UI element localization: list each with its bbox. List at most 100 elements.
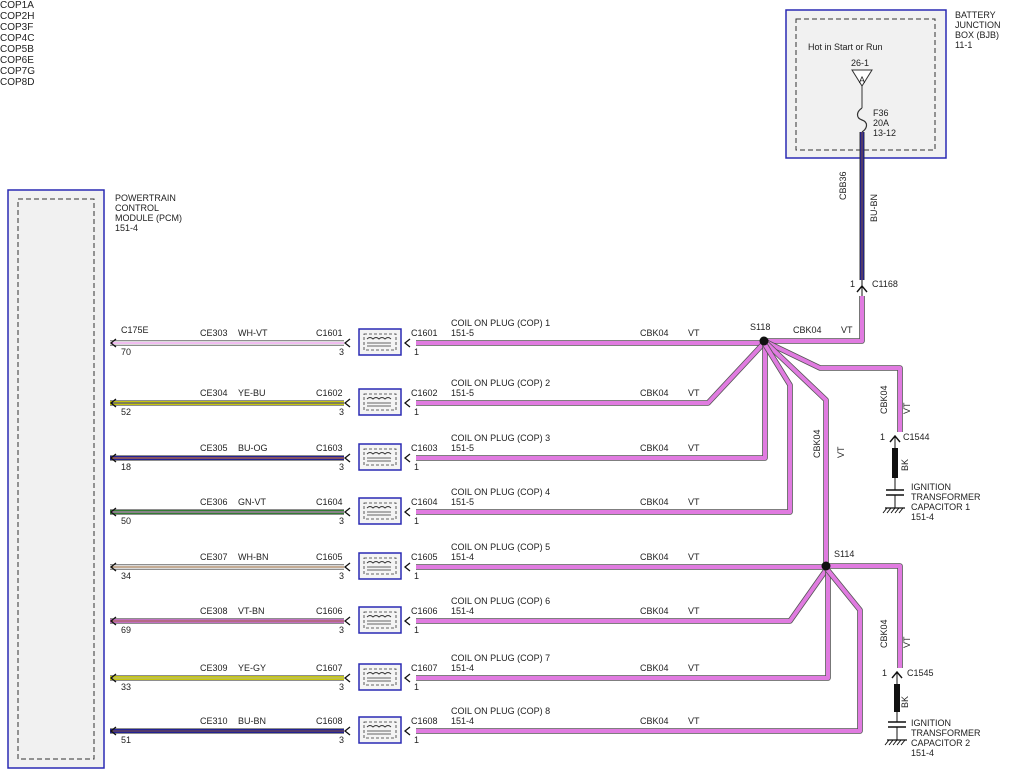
pcm-connector-icon	[109, 398, 117, 408]
right-connector-label: C1601	[411, 328, 438, 338]
coil-box	[358, 552, 402, 580]
cap2-color-label: VT	[902, 636, 912, 648]
coil-box-inner	[363, 557, 397, 575]
coil-box	[358, 328, 402, 356]
circuit-label: CE309	[200, 663, 228, 673]
bjb-hot-label: Hot in Start or Run	[808, 42, 883, 52]
coil-out-color: VT	[688, 443, 700, 453]
trunk-circuit-label: CBK04	[793, 325, 822, 335]
left-connector-pin: 3	[339, 682, 345, 692]
pcm-wire-4-stripe	[110, 511, 344, 513]
coil-out-wire-7	[416, 570, 830, 680]
coil-box	[358, 388, 402, 416]
left-connector-pin: 3	[339, 516, 345, 526]
pcm-connector-icon	[109, 726, 117, 736]
coil-title: COIL ON PLUG (COP) 4	[451, 487, 551, 497]
feed-circuit-label: CBB36	[838, 171, 848, 200]
coil-out-circuit: CBK04	[640, 443, 669, 453]
left-connector-pin: 3	[339, 407, 345, 417]
coil-title: COIL ON PLUG (COP) 3	[451, 433, 551, 443]
left-connector-label: C1608	[316, 716, 343, 726]
circuit-label: CE304	[200, 388, 228, 398]
coil-winding-icon	[366, 337, 392, 340]
cap1-pin: 1	[880, 432, 886, 442]
capacitor-1-ground-wire	[892, 448, 898, 478]
circuit-label: CE305	[200, 443, 228, 453]
right-connector-pin: 1	[414, 462, 420, 472]
coil-right-connector-icon	[403, 507, 411, 517]
pcm-connector-icon	[109, 673, 117, 683]
pcm-pin-label: COP2H	[0, 11, 35, 22]
coil-title: COIL ON PLUG (COP) 8	[451, 706, 551, 716]
left-connector-label: C1602	[316, 388, 343, 398]
pcm-wire-3-stripe	[110, 457, 344, 459]
coil-out-color: VT	[688, 663, 700, 673]
pcm-wire-6-stripe	[110, 620, 344, 622]
coil-ref: 151-4	[451, 716, 475, 726]
pcm-connector-icon	[109, 453, 117, 463]
coil-ref: 151-5	[451, 497, 475, 507]
pcm-pin-label: COP8D	[0, 77, 35, 88]
cap1-connector: C1544	[903, 432, 930, 442]
circuit-label: CE306	[200, 497, 228, 507]
circuit-label: CE310	[200, 716, 228, 726]
left-connector-pin: 3	[339, 462, 345, 472]
circuit-label: CE303	[200, 328, 228, 338]
pcm-wire-7-stripe	[110, 677, 344, 679]
pcm-connector-icon	[109, 616, 117, 626]
pcm-wire-1-stripe	[110, 342, 344, 344]
cap1-title: IGNITION TRANSFORMER CAPACITOR 1 151-4	[911, 482, 981, 522]
coil-left-connector-icon	[343, 398, 351, 408]
coil-right-connector-icon	[403, 726, 411, 736]
right-connector-pin: 1	[414, 516, 420, 526]
coil-right-connector-icon	[403, 562, 411, 572]
left-connector-label: C1605	[316, 552, 343, 562]
cap2-ground-color: BK	[900, 695, 910, 708]
coil-ref: 151-5	[451, 388, 475, 398]
trunk2-color-label: VT	[836, 446, 846, 458]
coil-right-connector-icon	[403, 398, 411, 408]
wire-color-label: VT-BN	[238, 606, 265, 616]
bjb-terminal-icon	[851, 69, 873, 87]
feed-wire-stripe	[861, 132, 863, 280]
bjb-module-inner	[795, 18, 936, 151]
s118-to-s114	[762, 339, 828, 566]
left-connector-label: C1601	[316, 328, 343, 338]
coil-box	[358, 716, 402, 744]
pcm-pin-number: 50	[121, 516, 132, 526]
splice-s114-dot	[821, 561, 831, 571]
coil-title: COIL ON PLUG (COP) 7	[451, 653, 551, 663]
pcm-pin-label: COP1A	[0, 0, 34, 11]
circuit-label: CE307	[200, 552, 228, 562]
coil-out-circuit: CBK04	[640, 497, 669, 507]
coil-winding-icon	[366, 397, 392, 400]
bjb-module-box	[785, 9, 947, 159]
capacitor-2-ground-hatch	[892, 739, 898, 746]
trunk-color-label: VT	[841, 325, 853, 335]
coil-left-connector-icon	[343, 726, 351, 736]
capacitor-2-ground-hatch	[888, 739, 894, 746]
coil-out-color: VT	[688, 716, 700, 726]
coil-out-color: VT	[688, 497, 700, 507]
wire-color-label: BU-OG	[238, 443, 268, 453]
wire-color-label: WH-BN	[238, 552, 269, 562]
capacitor-1-ground-hatch	[894, 507, 900, 514]
coil-right-connector-icon	[403, 453, 411, 463]
coil-left-connector-icon	[343, 453, 351, 463]
pcm-pin-number: 18	[121, 462, 132, 472]
splice-s118-dot	[759, 336, 769, 346]
coil-out-circuit: CBK04	[640, 606, 669, 616]
capacitor-2-ground-wire	[894, 684, 900, 712]
coil-ref: 151-5	[451, 328, 475, 338]
pcm-title: POWERTRAIN CONTROL MODULE (PCM) 151-4	[115, 193, 182, 233]
coil-title: COIL ON PLUG (COP) 1	[451, 318, 551, 328]
coil-box	[358, 606, 402, 634]
coil-right-connector-icon	[403, 673, 411, 683]
pcm-pin-label: COP4C	[0, 33, 35, 44]
coil-out-color: VT	[688, 388, 700, 398]
coil-out-circuit: CBK04	[640, 328, 669, 338]
coil-box	[358, 497, 402, 525]
coil-out-circuit: CBK04	[640, 388, 669, 398]
pcm-module-inner	[17, 198, 95, 760]
